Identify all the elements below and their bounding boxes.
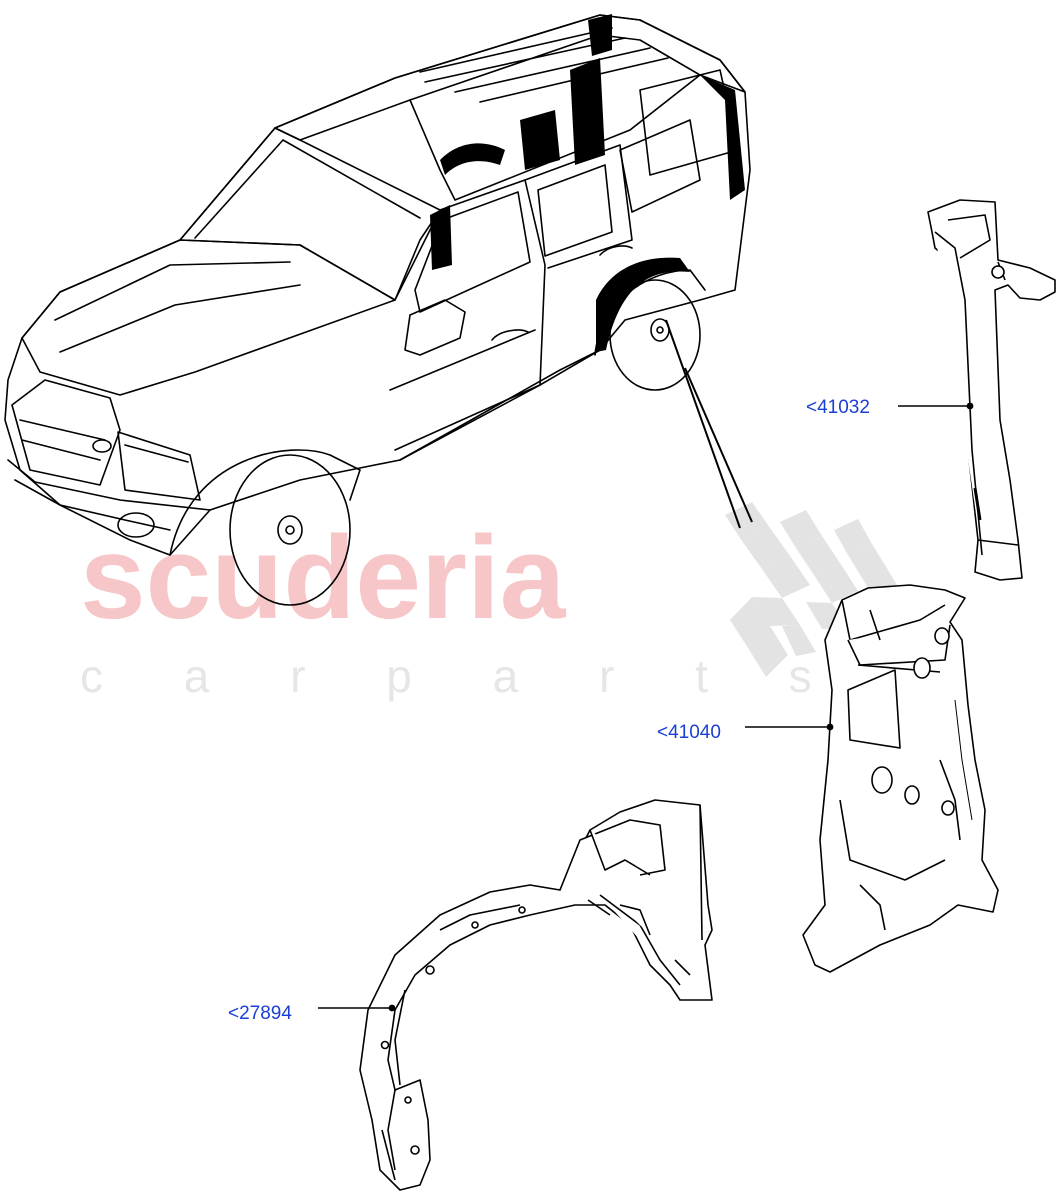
watermark-tagline: c a r p a r t s xyxy=(80,650,846,702)
part-link-41032[interactable]: <41032 xyxy=(806,397,870,418)
leader-41040 xyxy=(745,723,834,731)
leader-lines xyxy=(665,319,753,529)
part-link-27894[interactable]: <27894 xyxy=(228,1003,292,1024)
pillar-trim-part[interactable] xyxy=(927,199,1056,581)
watermark-brand: scuderia xyxy=(80,512,567,644)
quarter-trim-shading xyxy=(819,689,973,841)
highlighted-panels xyxy=(430,14,745,352)
leader-27894 xyxy=(318,1004,396,1012)
watermark: scuderia c a r p a r t s xyxy=(80,502,904,702)
part-link-41040[interactable]: <41040 xyxy=(657,722,721,743)
quarter-trim-part[interactable] xyxy=(802,584,999,973)
wheel-arch-liner-part[interactable] xyxy=(359,799,713,1191)
leader-41032 xyxy=(898,402,974,410)
